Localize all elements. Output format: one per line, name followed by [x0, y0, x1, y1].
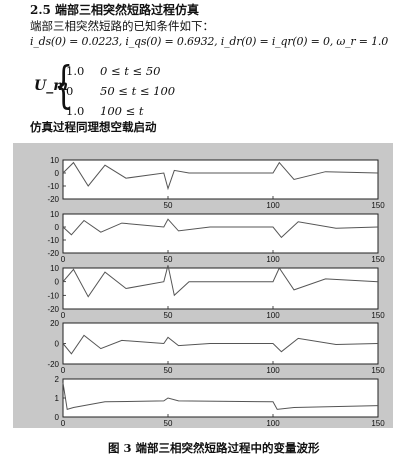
x-tick-label: 50 [164, 366, 173, 375]
y-tick-label: 10 [50, 264, 59, 273]
x-tick-label: 0 [61, 366, 66, 375]
voltage-symbol: U_m [34, 78, 69, 94]
plot-area [62, 378, 379, 418]
x-tick-label: 100 [266, 311, 280, 320]
voltage-case-value: 1.0 [66, 104, 85, 118]
y-tick-label: 0 [55, 278, 60, 287]
waveform-trace [62, 382, 379, 411]
y-tick-label: -10 [47, 182, 59, 191]
x-tick-label: 100 [266, 419, 280, 428]
x-tick-label: 100 [266, 255, 280, 264]
voltage-case-value: 1.0 [66, 64, 85, 78]
y-tick-label: 1 [55, 394, 60, 403]
y-tick-label: 0 [55, 413, 60, 422]
voltage-case-condition: 0 ≤ t ≤ 50 [100, 64, 161, 78]
voltage-case-condition: 100 ≤ t [100, 104, 144, 118]
y-tick-label: 0 [55, 340, 60, 349]
plot-area [62, 267, 379, 310]
simulation-note: 仿真过程同理想空载启动 [30, 120, 157, 134]
plot-area [62, 213, 379, 254]
y-tick-label: 20 [50, 319, 59, 328]
x-tick-label: 150 [371, 201, 385, 210]
voltage-case-value: 0 [66, 84, 74, 98]
waveform-trace [62, 265, 379, 298]
section-heading: 2.5 端部三相突然短路过程仿真 [30, 3, 200, 17]
y-tick-label: -10 [47, 236, 59, 245]
x-tick-label: 50 [164, 201, 173, 210]
x-tick-label: 100 [266, 366, 280, 375]
waveform-trace [62, 334, 379, 355]
x-tick-label: 150 [371, 366, 385, 375]
y-tick-label: 0 [55, 169, 60, 178]
y-tick-label: -20 [47, 195, 59, 204]
x-tick-label: 100 [266, 201, 280, 210]
piecewise-brace: { [54, 56, 74, 114]
x-tick-label: 150 [371, 311, 385, 320]
plot-area [62, 159, 379, 200]
y-tick-label: -20 [47, 305, 59, 314]
y-tick-label: -20 [47, 360, 59, 369]
x-tick-label: 0 [61, 419, 66, 428]
waveform-trace [62, 161, 379, 191]
x-tick-label: 50 [164, 419, 173, 428]
y-tick-label: 2 [55, 375, 60, 384]
initial-conditions-equation: i_ds(0) = 0.0223, i_qs(0) = 0.6932, i_dr… [30, 35, 388, 48]
y-tick-label: 10 [50, 210, 59, 219]
x-tick-label: 0 [61, 255, 66, 264]
x-tick-label: 150 [371, 419, 385, 428]
x-tick-label: 50 [164, 255, 173, 264]
y-tick-label: 0 [55, 223, 60, 232]
y-tick-label: -20 [47, 249, 59, 258]
waveform-trace [62, 218, 379, 239]
voltage-case-condition: 50 ≤ t ≤ 100 [100, 84, 176, 98]
figure-caption: 图 3 端部三相突然短路过程中的变量波形 [108, 441, 320, 455]
x-tick-label: 50 [164, 311, 173, 320]
y-tick-label: -10 [47, 291, 59, 300]
x-tick-label: 150 [371, 255, 385, 264]
x-tick-label: 0 [61, 311, 66, 320]
intro-text: 端部三相突然短路的已知条件如下： [30, 19, 214, 33]
y-tick-label: 10 [50, 156, 59, 165]
